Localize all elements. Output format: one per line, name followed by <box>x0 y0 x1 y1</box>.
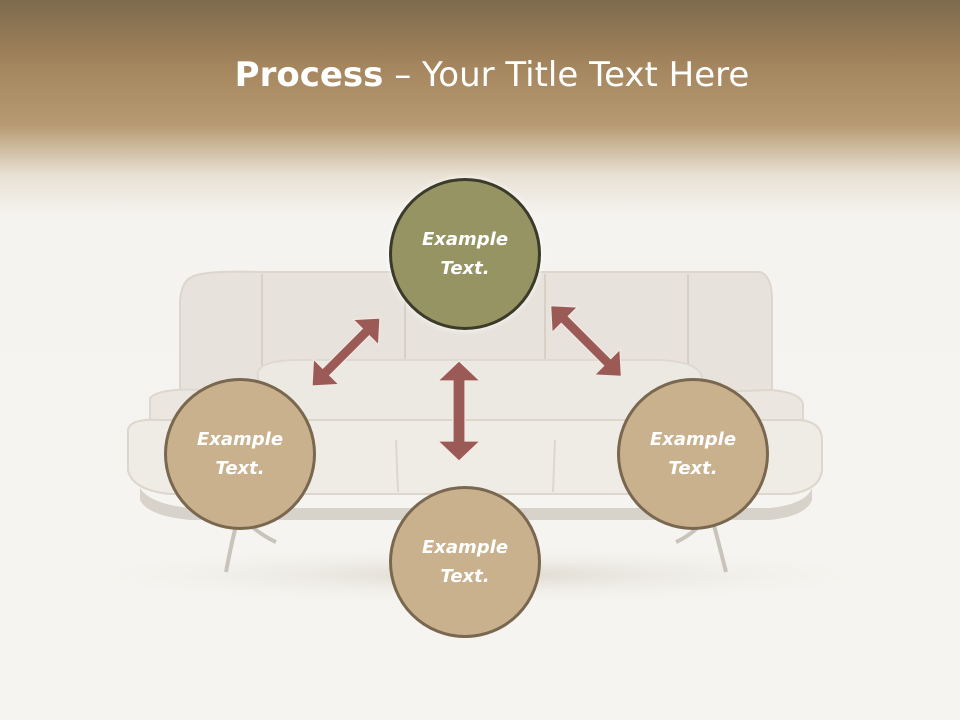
title-bold-part: Process <box>234 55 384 95</box>
title-dash: – <box>383 55 423 95</box>
arrow-vertical <box>436 360 482 462</box>
node-right-text: Example Text. <box>649 429 737 479</box>
process-node-top[interactable]: Example Text. <box>389 178 541 330</box>
process-node-bottom[interactable]: Example Text. <box>389 486 541 638</box>
node-left-text: Example Text. <box>196 429 284 479</box>
node-top-text: Example Text. <box>421 229 509 279</box>
arrow-top-right <box>550 305 622 377</box>
slide-title: Process – Your Title Text Here <box>0 52 960 98</box>
title-rest-part: Your Title Text Here <box>422 55 750 95</box>
process-node-left[interactable]: Example Text. <box>164 378 316 530</box>
process-node-right[interactable]: Example Text. <box>617 378 769 530</box>
node-bottom-text: Example Text. <box>421 537 509 587</box>
arrow-top-left <box>311 317 381 387</box>
